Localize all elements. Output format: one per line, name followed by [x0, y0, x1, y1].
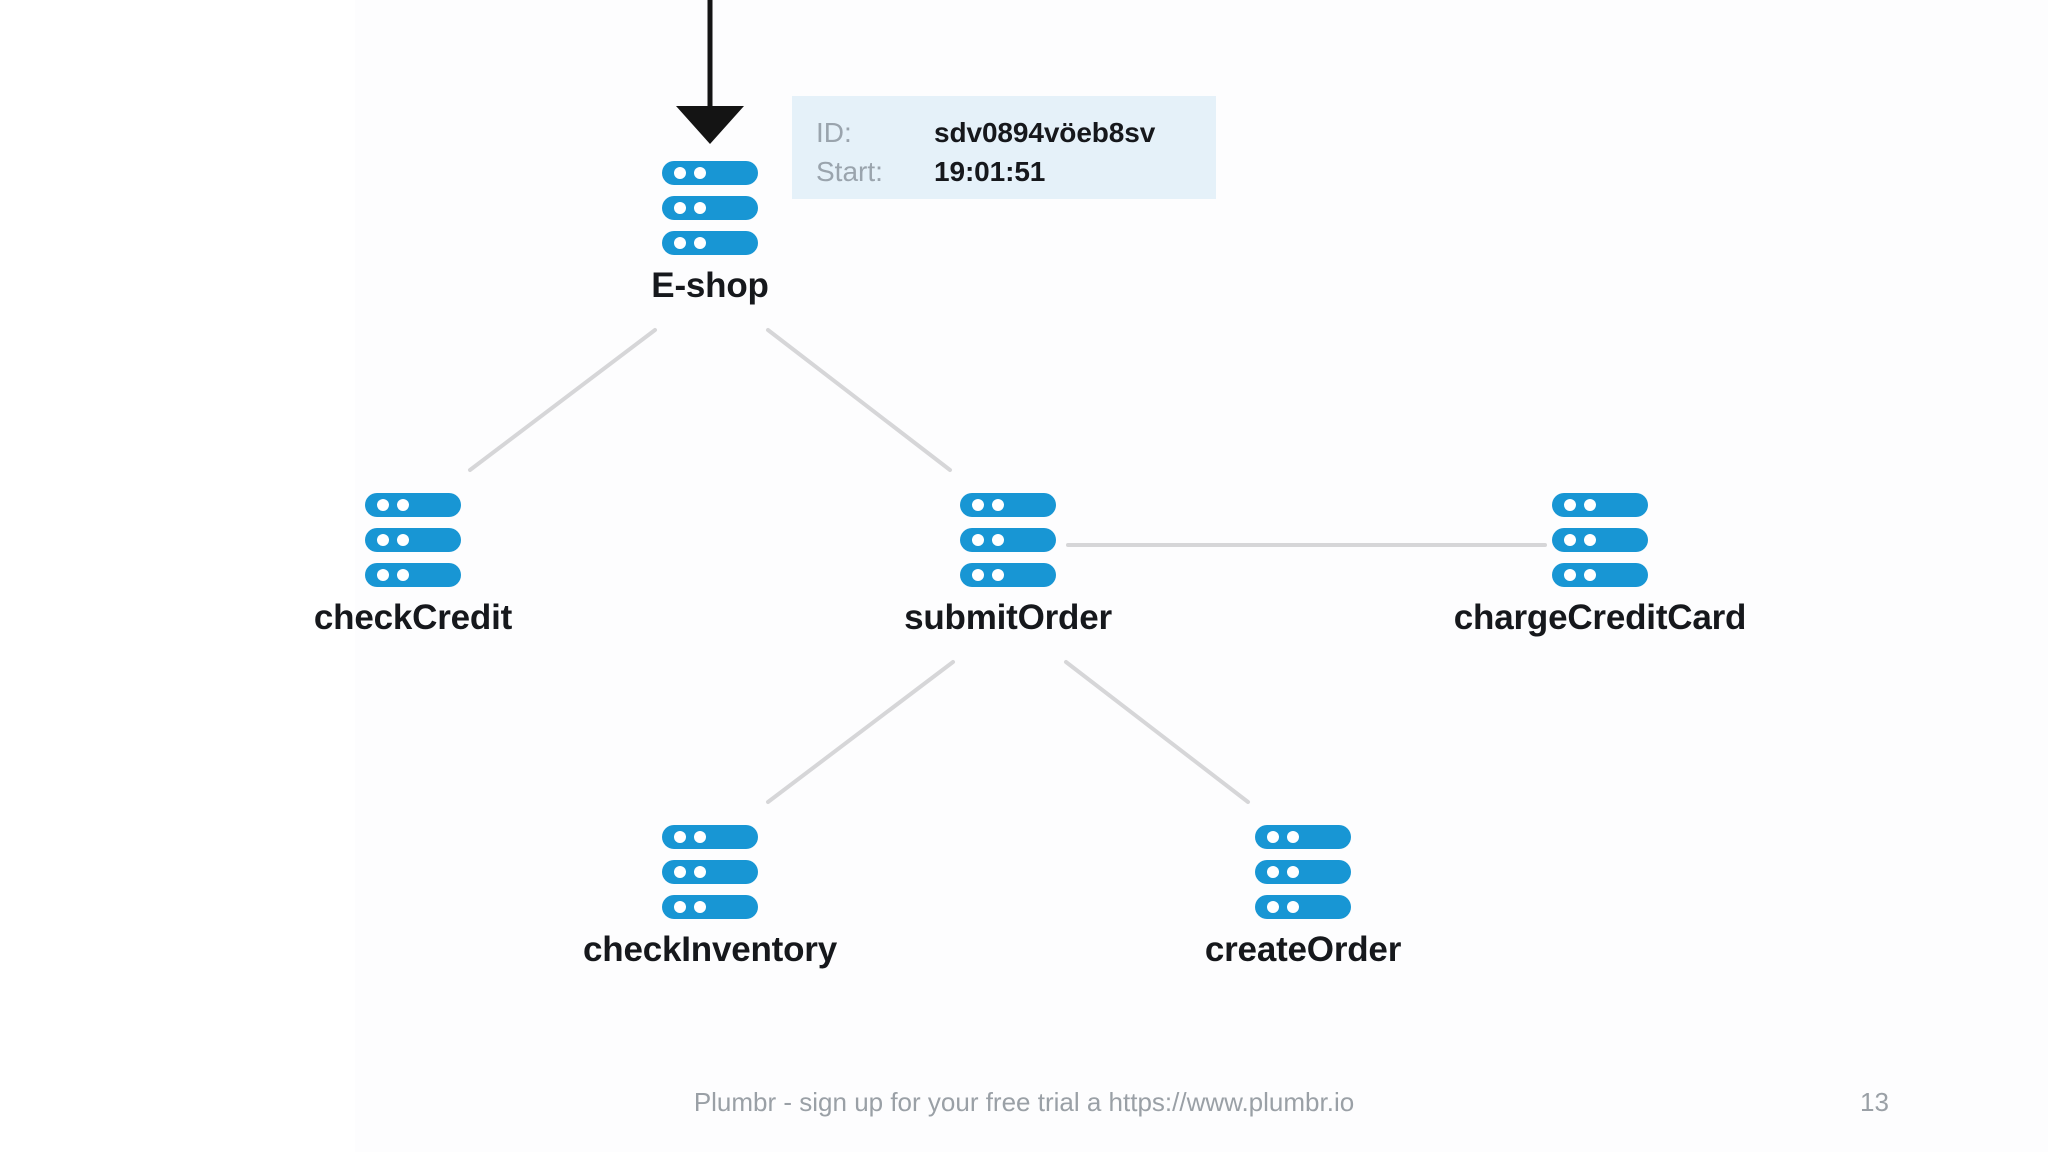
server-icon — [662, 825, 758, 919]
node-label-chargecreditcard: chargeCreditCard — [1453, 598, 1747, 637]
server-icon — [960, 493, 1056, 587]
node-submitorder[interactable]: submitOrder — [778, 492, 1238, 635]
node-label-submitorder: submitOrder — [904, 598, 1112, 637]
page-number: 13 — [1860, 1087, 1889, 1117]
node-checkcredit[interactable]: checkCredit — [183, 492, 643, 635]
server-icon — [1255, 825, 1351, 919]
node-checkinventory[interactable]: checkInventory — [480, 824, 940, 967]
edge-submitorder-checkinventory — [766, 660, 955, 804]
node-label-checkcredit: checkCredit — [313, 598, 513, 637]
node-label-eshop: E-shop — [651, 266, 769, 305]
edge-eshop-checkcredit — [468, 328, 657, 472]
edge-submitorder-createorder — [1064, 660, 1250, 804]
detail-row-start: Start: 19:01:51 — [816, 153, 1216, 192]
detail-key-start: Start: — [816, 155, 883, 187]
footer-promo-text: Plumbr - sign up for your free trial a h… — [693, 1087, 1355, 1117]
server-icon — [365, 493, 461, 587]
node-eshop[interactable]: E-shop — [480, 160, 940, 303]
node-label-checkinventory: checkInventory — [583, 930, 837, 969]
node-chargecreditcard[interactable]: chargeCreditCard — [1370, 492, 1830, 635]
span-details-tooltip: ID: sdv0894vöeb8sv Start: 19:01:51 — [792, 96, 1216, 199]
detail-key-id: ID: — [816, 117, 852, 148]
detail-value-start: 19:01:51 — [934, 155, 1046, 187]
edge-eshop-submitorder — [766, 328, 952, 472]
server-icon — [662, 161, 758, 255]
arrow-down-icon — [676, 0, 744, 144]
server-icon — [1552, 493, 1648, 587]
node-label-createorder: createOrder — [1204, 930, 1402, 969]
detail-row-id: ID: sdv0894vöeb8sv — [816, 114, 1216, 153]
detail-value-id: sdv0894vöeb8sv — [934, 117, 1156, 148]
node-createorder[interactable]: createOrder — [1073, 824, 1533, 967]
